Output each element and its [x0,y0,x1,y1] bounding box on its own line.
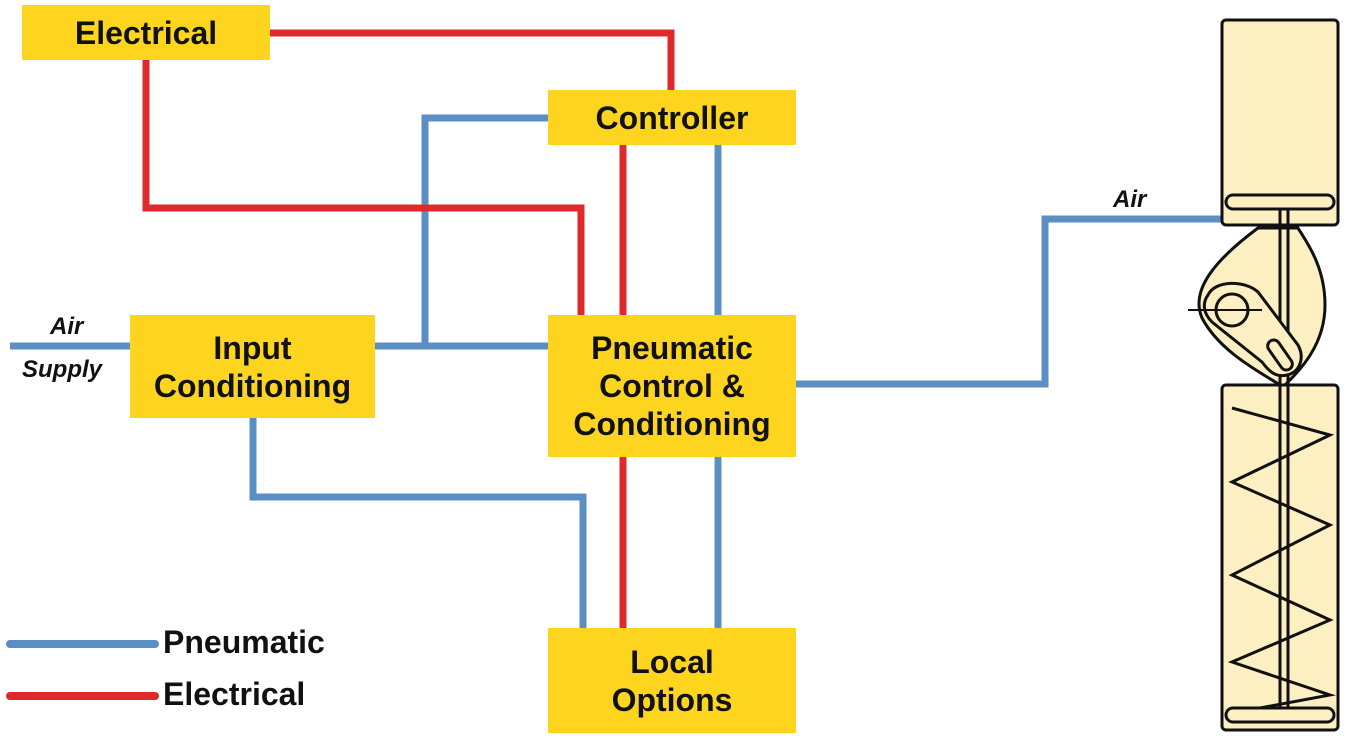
legend-pneumatic-label: Pneumatic [163,624,325,660]
input-conditioning-line1: Input [213,329,292,366]
pneumatic-control-line3: Conditioning [573,406,771,442]
input-conditioning-line2: Conditioning [153,367,352,404]
air-supply-label-top: Air [50,313,84,340]
electrical-box: Electrical [22,5,270,60]
legend-electrical-label: Electrical [163,676,306,712]
actuator-drawing [1188,18,1340,732]
actuator-spring [1227,406,1336,710]
pneumatic-control-box: Pneumatic Control & Conditioning [548,315,796,457]
pneumatic-control-line2: Control & [599,368,745,404]
electrical-line-electrical-to-controller [270,29,675,90]
controller-box: Controller [548,90,796,145]
electrical-lines [142,29,675,628]
controller-box-label: Controller [595,99,749,136]
actuator-lower-plate [1224,706,1336,724]
air-supply-label-bottom: Supply [22,356,103,383]
local-options-line2: Options [611,681,733,718]
pneumatic-line-input-to-local [249,418,587,628]
local-options-box: Local Options [548,628,796,733]
input-conditioning-box: Input Conditioning [130,315,375,418]
pneumatic-line-input-to-controller [421,114,548,346]
pneumatic-lines [10,114,1225,628]
pneumatic-line-output-air [795,215,1225,388]
actuator-lever-slot [1266,338,1294,372]
electrical-box-label: Electrical [74,14,218,51]
air-output-label: Air [1113,186,1147,213]
pneumatic-control-line1: Pneumatic [591,330,753,366]
actuator-upper-plate [1224,193,1336,211]
electrical-line-electrical-to-pneumatic [142,60,585,315]
local-options-line1: Local [630,643,714,680]
